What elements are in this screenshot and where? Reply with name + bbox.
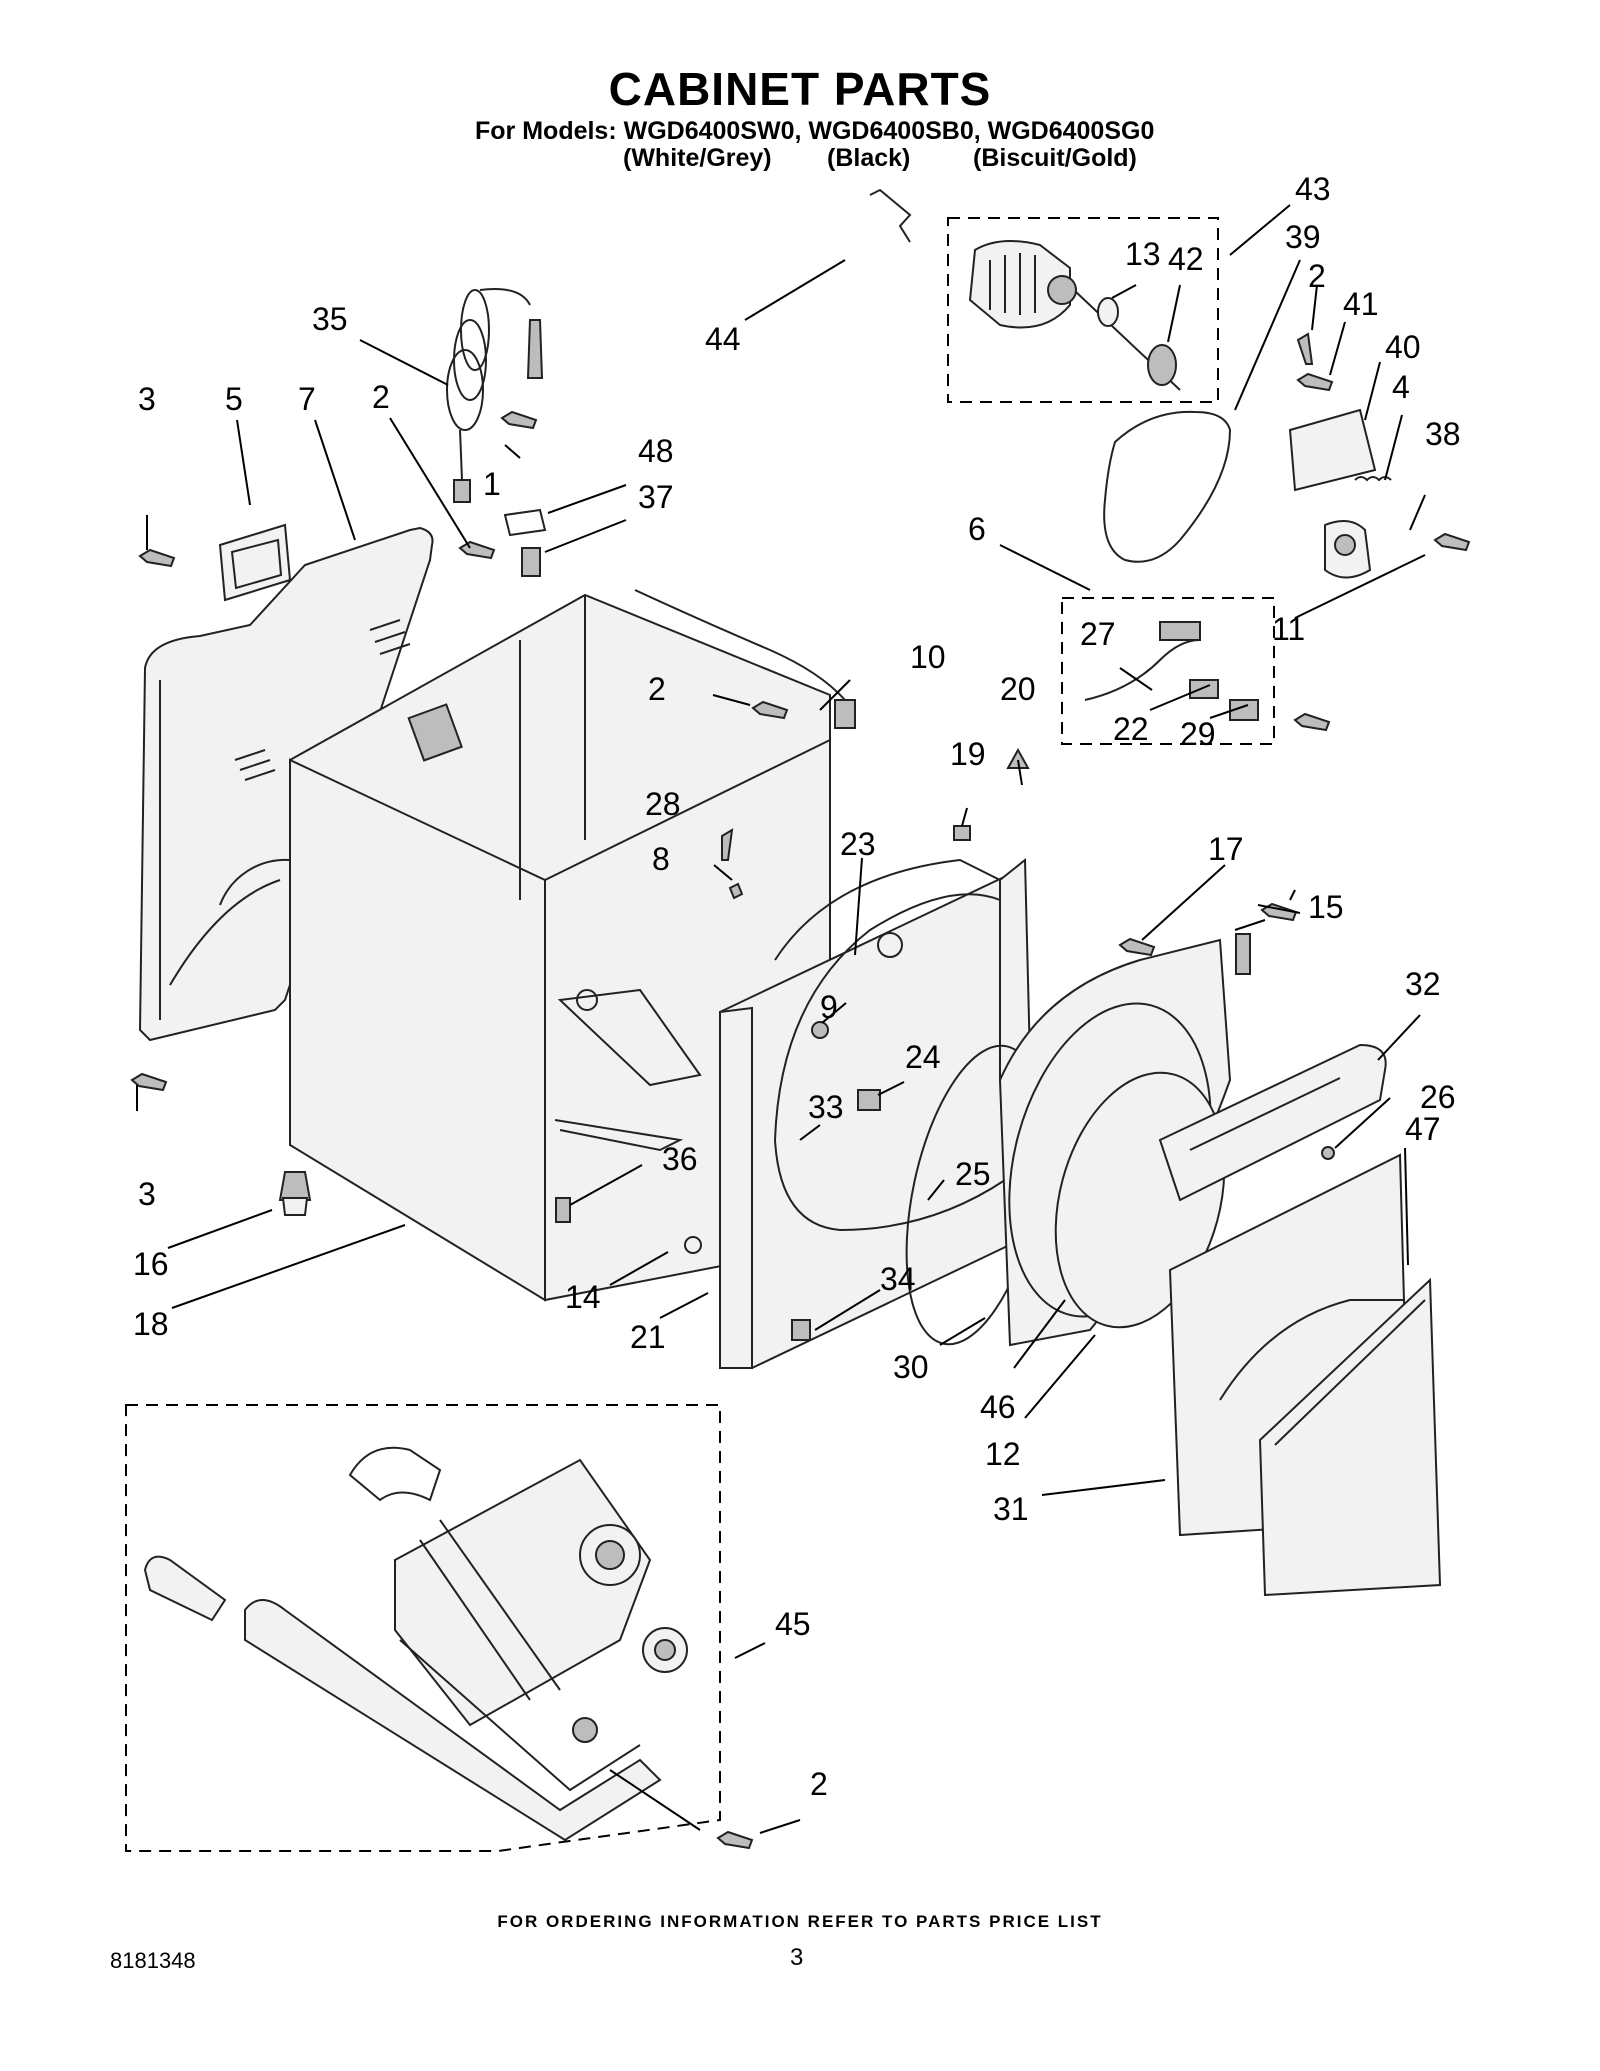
rear-panel: [138, 526, 434, 1042]
callout-36: 36: [662, 1141, 698, 1177]
callout-46: 46: [980, 1389, 1016, 1425]
callout-20: 20: [1000, 671, 1036, 707]
callout-12: 12: [985, 1436, 1021, 1472]
motor-washer: [1097, 297, 1119, 327]
door-strike-clip: [953, 825, 971, 841]
callout-17: 17: [1208, 831, 1244, 867]
ordering-note: FOR ORDERING INFORMATION REFER TO PARTS …: [497, 1912, 1103, 1931]
callout-9: 9: [820, 989, 838, 1025]
callout-24: 24: [905, 1039, 941, 1075]
callout-6: 6: [968, 511, 986, 547]
callout-2-a: 2: [372, 379, 390, 415]
power-cord: [446, 288, 544, 503]
harness-group-box: [1061, 597, 1275, 745]
callout-48: 48: [638, 433, 674, 469]
callout-22: 22: [1113, 711, 1149, 747]
callout-32: 32: [1405, 966, 1441, 1002]
door-catch: [857, 1089, 881, 1111]
leveling-leg: [278, 1171, 312, 1216]
callout-16: 16: [133, 1246, 169, 1282]
callout-2-b: 2: [648, 671, 666, 707]
callout-19: 19: [950, 736, 986, 772]
callout-4: 4: [1392, 369, 1410, 405]
drive-belt: [1103, 410, 1232, 563]
door-stop: [1006, 747, 1030, 769]
wire-harness-kit: [1084, 621, 1259, 721]
callout-15: 15: [1308, 889, 1344, 925]
cabinet-plug: [684, 1236, 702, 1254]
callout-30: 30: [893, 1349, 929, 1385]
terminal-block-label: [503, 508, 547, 537]
door: [1258, 1277, 1442, 1597]
drive-motor: [968, 240, 1181, 391]
callout-13: 13: [1125, 236, 1161, 272]
control-knob-clip: [1321, 1146, 1335, 1160]
door-hinge: [1235, 933, 1251, 975]
callout-5: 5: [225, 381, 243, 417]
model-list: For Models: WGD6400SW0, WGD6400SB0, WGD6…: [475, 117, 1155, 145]
callout-18: 18: [133, 1306, 169, 1342]
document-number: 8181348: [110, 1948, 196, 1973]
page-title: CABINET PARTS: [608, 63, 992, 115]
motor-group-box: [947, 217, 1219, 403]
callout-3-a: 3: [138, 381, 156, 417]
callout-44: 44: [705, 321, 741, 357]
callout-11: 11: [1272, 611, 1305, 647]
callout-37: 37: [638, 479, 674, 515]
callout-10: 10: [910, 639, 946, 675]
callout-27: 27: [1080, 616, 1116, 652]
callout-7: 7: [298, 381, 316, 417]
callout-1: 1: [483, 466, 501, 502]
callout-2-d: 2: [810, 1766, 828, 1802]
color-white-grey: (White/Grey): [623, 144, 772, 172]
drum-front-bulkhead: [774, 858, 1001, 961]
callout-45: 45: [775, 1606, 811, 1642]
page-number: 3: [790, 1944, 804, 1971]
callout-42: 42: [1168, 241, 1204, 277]
idler-bracket: [1288, 408, 1377, 492]
callout-33: 33: [808, 1089, 844, 1125]
color-black: (Black): [827, 144, 911, 172]
thermostat-switch: [555, 1197, 571, 1223]
callout-26: 26: [1420, 1079, 1456, 1115]
callout-38: 38: [1425, 416, 1461, 452]
callout-29: 29: [1180, 716, 1216, 752]
callout-labels: 1 2 2 2 2 3 3 4 5 6 7 8 9 10 11 12 13 14…: [133, 171, 1461, 1802]
color-biscuit-gold: (Biscuit/Gold): [973, 144, 1137, 172]
callout-2-c: 2: [1308, 258, 1326, 294]
callout-40: 40: [1385, 329, 1421, 365]
callout-28: 28: [645, 786, 681, 822]
callout-43: 43: [1295, 171, 1331, 207]
burner-group-box: [125, 1404, 721, 1852]
cabinet: [289, 593, 831, 1302]
callout-39: 39: [1285, 219, 1321, 255]
strain-relief: [521, 547, 541, 577]
drum-light-socket: [811, 1021, 829, 1039]
access-cover: [218, 523, 292, 602]
callout-41: 41: [1343, 286, 1379, 322]
callout-14: 14: [565, 1279, 601, 1315]
callout-25: 25: [955, 1156, 991, 1192]
door-switch: [791, 1319, 811, 1341]
callout-3-b: 3: [138, 1176, 156, 1212]
top-harness: [634, 589, 846, 701]
front-panel: [719, 876, 1022, 1369]
motor-pulley: [1147, 344, 1177, 386]
callout-47: 47: [1405, 1111, 1441, 1147]
callout-31: 31: [993, 1491, 1029, 1527]
callout-35: 35: [312, 301, 348, 337]
toe-clip: [728, 882, 744, 900]
motor-clamp: [869, 188, 912, 243]
callout-23: 23: [840, 826, 876, 862]
callout-34: 34: [880, 1261, 916, 1297]
callout-8: 8: [652, 841, 670, 877]
callout-21: 21: [630, 1319, 666, 1355]
leader-lines: [136, 204, 1426, 1834]
gas-burner-assembly: [143, 1446, 688, 1842]
